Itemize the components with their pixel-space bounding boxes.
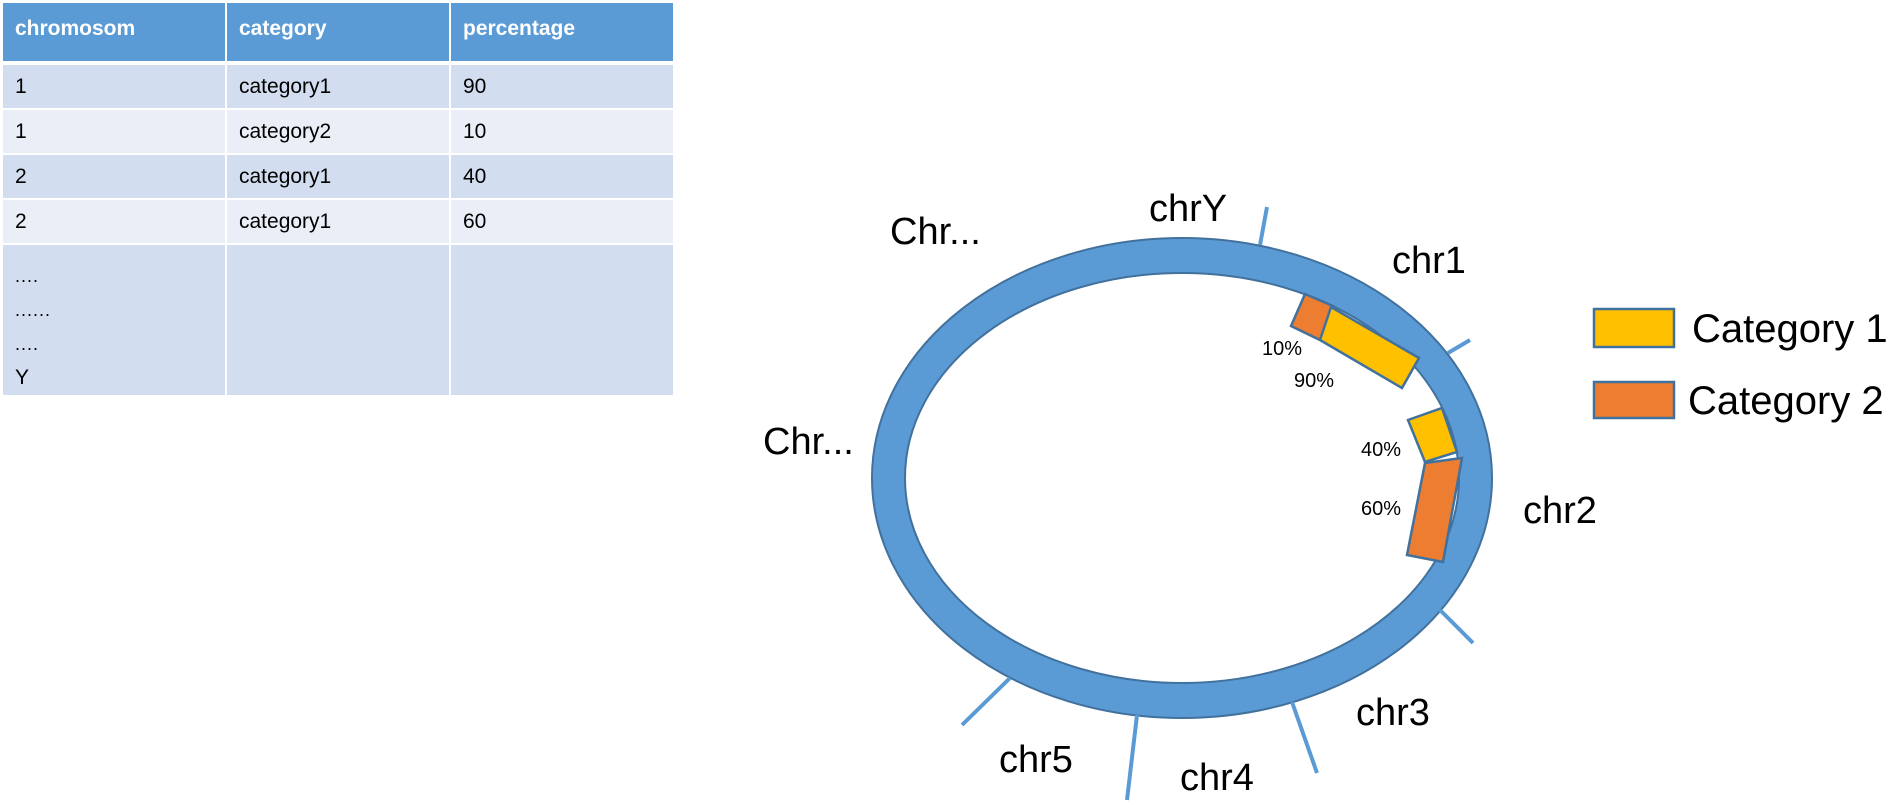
cell-chromosom-continuation: .... ...... .... Y [3,245,227,395]
cell-percentage-continuation [451,245,673,395]
category-bars [1289,292,1464,564]
table-row: 1 category2 10 [3,110,673,155]
table-row: 2 category1 40 [3,155,673,200]
header-percentage: percentage [451,3,673,65]
header-chromosom: chromosom [3,3,227,65]
cell-category: category2 [227,110,451,155]
cell-chromosom: 1 [3,110,227,155]
bar-chr2-category1 [1406,406,1459,464]
tick-chr3-chr4 [1290,701,1319,774]
bar-chr2-category2 [1405,456,1464,564]
legend-label-category-2: Category 2 [1688,379,1884,423]
label-chr1: chr1 [1392,240,1466,282]
pct-label-chr1-cat1: 90% [1294,370,1334,392]
label-chrY: chrY [1149,188,1227,230]
ellipsis-line: .... [15,334,40,354]
cell-category: category1 [227,65,451,110]
cell-chromosom: 2 [3,200,227,245]
data-table: chromosom category percentage 1 category… [3,3,673,395]
cell-category-continuation [227,245,451,395]
legend-swatch-category-2 [1592,380,1676,420]
chromosome-boundary-ticks [960,206,1475,801]
label-chr-top-left: Chr... [890,211,981,253]
label-chr-left: Chr... [763,421,854,463]
label-chr4: chr4 [1180,757,1254,799]
legend-item-category-2: Category 2 [1592,379,1884,423]
label-chr3: chr3 [1356,692,1430,734]
table-row: 2 category1 60 [3,200,673,245]
legend-swatch-category-1 [1592,307,1676,349]
pct-label-chr2-cat2: 60% [1361,498,1401,520]
last-chromosome: Y [15,366,30,389]
pct-label-chr1-cat2: 10% [1262,338,1302,360]
table-row: 1 category1 90 [3,65,673,110]
legend-item-category-1: Category 1 [1592,307,1888,351]
legend: Category 1 Category 2 [1592,307,1888,423]
ellipsis-line: .... [15,266,40,286]
header-category: category [227,3,451,65]
ellipsis-line: ...... [15,300,52,320]
cell-percentage: 40 [451,155,673,200]
table-header-row: chromosom category percentage [3,3,673,65]
cell-category: category1 [227,155,451,200]
chromosome-ring [871,237,1493,719]
tick-chr4-chr5 [1125,714,1139,801]
bar-chr1-category1 [1318,305,1421,390]
table-continuation-row: .... ...... .... Y [3,245,673,395]
cell-percentage: 60 [451,200,673,245]
cell-chromosom: 2 [3,155,227,200]
tick-chr1-chr2 [1446,338,1472,355]
tick-chrY-chr1 [1258,206,1269,246]
legend-label-category-1: Category 1 [1692,307,1888,351]
cell-category: category1 [227,200,451,245]
cell-chromosom: 1 [3,65,227,110]
cell-percentage: 10 [451,110,673,155]
label-chr2: chr2 [1523,490,1597,532]
tick-chr5-chr [960,676,1012,727]
cell-percentage: 90 [451,65,673,110]
label-chr5: chr5 [999,739,1073,781]
tick-chr2-chr3 [1438,608,1475,645]
pct-label-chr2-cat1: 40% [1361,439,1401,461]
